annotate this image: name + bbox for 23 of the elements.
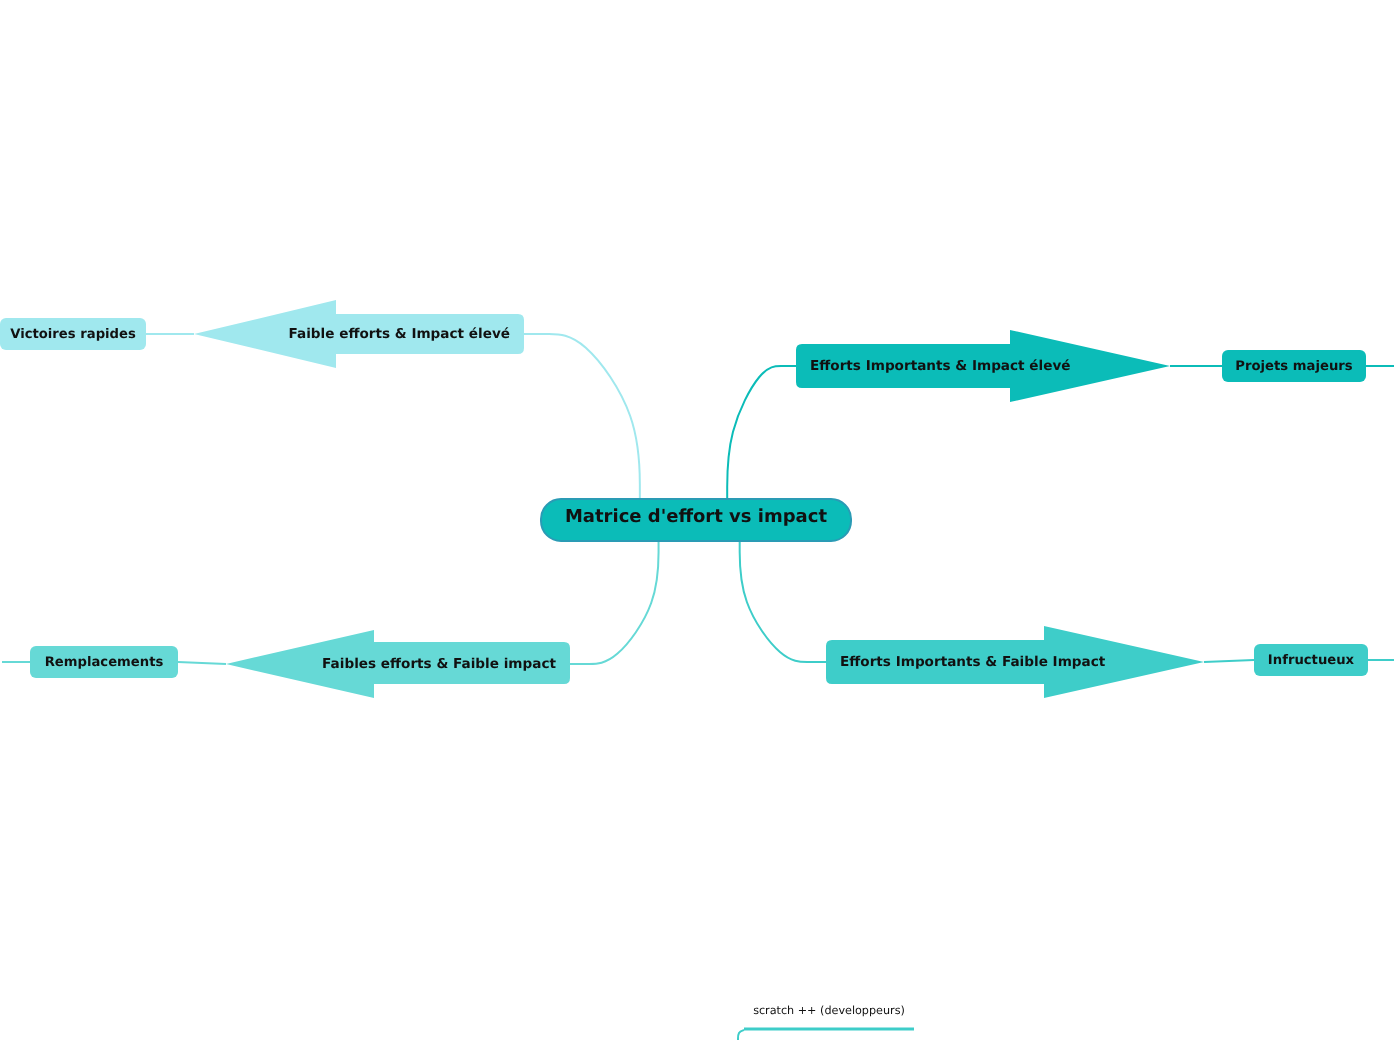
arrow-shaped-topic [194, 300, 524, 368]
connector-line [569, 541, 660, 665]
connector-line [523, 333, 641, 499]
connector-line [1169, 365, 1223, 367]
connector-line [738, 541, 827, 663]
connector-line [737, 1029, 745, 1040]
arrow-shaped-topic [796, 330, 1170, 402]
connector-line [1, 661, 31, 663]
connector-line [177, 661, 227, 665]
connector-line [1365, 365, 1394, 367]
subtopic-box [1254, 644, 1368, 676]
topic-label: Matrice d'effort vs impact [562, 508, 830, 532]
connector-line [145, 333, 195, 335]
connector-line [726, 365, 797, 499]
central-topic [540, 498, 852, 542]
connector-line [1203, 659, 1255, 663]
arrow-shaped-topic [226, 630, 570, 698]
subtopic-box [1222, 350, 1366, 382]
subtopic-box [30, 646, 178, 678]
connector-line [1367, 659, 1394, 661]
subtopic-box [0, 318, 146, 350]
underlined-topic [744, 1002, 914, 1030]
arrow-shaped-topic [826, 626, 1204, 698]
